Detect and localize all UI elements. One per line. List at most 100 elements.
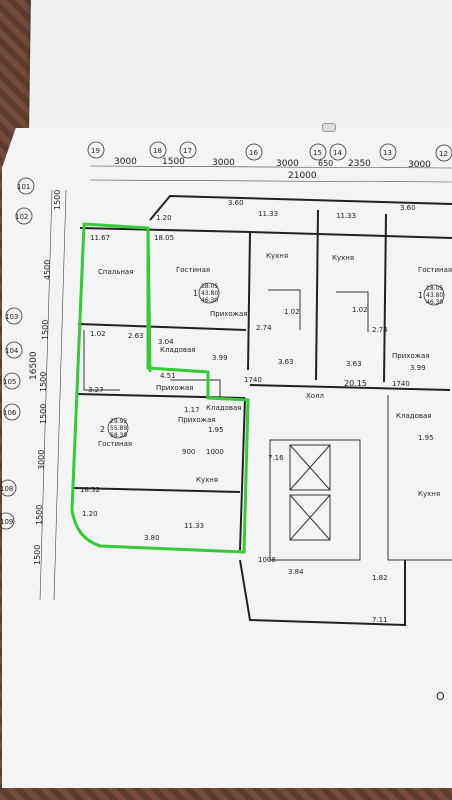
bubble-103: 103 [5,313,18,321]
bubble-108: 108 [0,485,13,493]
bubble-106: 106 [3,409,17,417]
apt1-area-with-balcony: 46.30 [201,297,218,304]
apt1r-number: 1 [418,291,423,300]
area-2-74-b: 2.74 [372,326,388,334]
kitchen-label-left: Кухня [266,252,288,260]
area-1-82: 1.82 [372,574,388,582]
area-1-02-b: 1.02 [352,306,368,314]
area-11-33-lower: 11.33 [184,522,204,530]
area-3-27: 3.27 [88,386,104,394]
area-7-11: 7.11 [372,616,388,624]
hall-label: Холл [306,392,324,400]
ldim-4500: 4500 [43,260,52,280]
living-room-label-lower: Гостиная [98,440,132,448]
area-2-74: 2.74 [256,324,272,332]
selected-apartment-outline [70,222,250,554]
dim-3000-a: 3000 [114,157,137,167]
area-1-95-a: 1.95 [208,426,224,434]
ldim-1500-d: 1500 [39,404,48,424]
area-4-51: 4.51 [160,372,176,380]
area-3-84: 3.84 [288,568,304,576]
hallway-label-1: Прихожая [210,310,248,318]
area-3-60-right: 3.60 [400,204,416,212]
dim-3000-c: 3000 [276,159,299,169]
apt2-area-with-balcony: 58.39 [110,432,127,439]
ldim-16500: 16500 [29,351,39,380]
area-3-60-top: 3.60 [228,199,244,207]
area-18-32: 18.32 [80,486,100,494]
dim-1740-a: 1740 [244,376,262,384]
area-11-33-right: 11.33 [336,212,356,220]
hall-area: 20.15 [344,379,367,388]
ldim-3000: 3000 [37,450,46,470]
area-1-20: 1.20 [156,214,172,222]
area-1-02-a: 1.02 [284,308,300,316]
apt1-total-area: 43.80 [201,290,218,297]
apt1r-total-area: 43.80 [426,292,443,299]
dim-2350: 2350 [348,159,371,169]
selected-apartment-inner-wall [146,227,152,373]
bubble-19: 19 [91,147,100,155]
apt2-number: 2 [100,425,105,434]
area-3-80: 3.80 [144,534,160,542]
top-grid-bubbles: 19 18 17 16 15 14 13 12 [87,141,452,162]
bubble-15: 15 [313,149,322,157]
apt1-living-area: 18.05 [201,283,218,290]
bubble-105: 105 [3,378,16,386]
kitchen-label-right: Кухня [332,254,354,262]
dim-650: 650 [318,159,333,168]
area-3-99-b: 3.99 [410,364,426,372]
ldim-1500-e: 1500 [35,505,44,525]
dim-3000-d: 3000 [408,160,431,170]
kitchen-label-lower: Кухня [196,476,218,484]
bubble-12: 12 [439,150,448,158]
apt2-total-area: 55.89 [110,425,127,432]
apt2-living-area: 29.92 [110,418,127,425]
area-11-67: 11.67 [90,234,110,242]
bubble-17: 17 [183,147,192,155]
left-dimensions: 1500 4500 1500 16500 1500 1500 3000 1500… [29,190,67,601]
living-room-label: Гостиная [176,266,210,274]
kitchen-label-lower-right: Кухня [418,490,440,498]
paper-sheet-floor-plan [2,128,452,788]
bubble-14: 14 [333,149,342,157]
dim-1740-b: 1740 [392,380,410,388]
area-1-20-b: 1.20 [82,510,98,518]
storage-label-1: Кладовая [160,346,195,354]
ldim-1500-f: 1500 [33,545,42,565]
bubble-13: 13 [383,149,392,157]
hallway-label-right: Прихожая [392,352,430,360]
dim-900: 900 [182,448,195,456]
top-dimensions: 3000 1500 3000 3000 650 2350 3000 21000 [89,157,452,183]
bubble-16: 16 [249,149,258,157]
area-1-17: 1.17 [184,406,200,414]
left-grid-bubbles: 101 102 103 104 105 106 108 109 [0,177,35,530]
apt1r-area-with-balcony: 46.30 [426,299,443,306]
area-3-04: 3.04 [158,338,174,346]
living-room-label-right: Гостиная [418,266,452,274]
area-1-02-c: 1.02 [90,330,106,338]
dim-1000: 1000 [206,448,224,456]
storage-label-2: Кладовая [206,404,241,412]
hallway-label-2: Прихожая [156,384,194,392]
apt1r-living-area: 18.05 [426,285,443,292]
area-18-05: 18.05 [154,234,174,242]
bubble-102: 102 [15,213,28,221]
apartment-markers: 18.05 43.80 46.30 1 18.05 43.80 46.30 1 … [100,282,445,439]
apt1-number: 1 [193,289,198,298]
dim-1500: 1500 [162,157,185,167]
bubble-101: 101 [17,183,30,191]
area-3-99: 3.99 [212,354,228,362]
dim-total-21000: 21000 [288,171,317,181]
area-3-63: 3.63 [278,358,294,366]
area-2-63: 2.63 [128,332,144,340]
bubble-109: 109 [0,518,13,526]
area-11-33-left: 11.33 [258,210,278,218]
dim-3000-b: 3000 [212,158,235,168]
dim-1008: 1008 [258,556,276,564]
ldim-1500-a: 1500 [53,190,62,210]
bubble-104: 104 [5,347,19,355]
area-7-16: 7.16 [268,454,284,462]
area-1-95-b: 1.95 [418,434,434,442]
